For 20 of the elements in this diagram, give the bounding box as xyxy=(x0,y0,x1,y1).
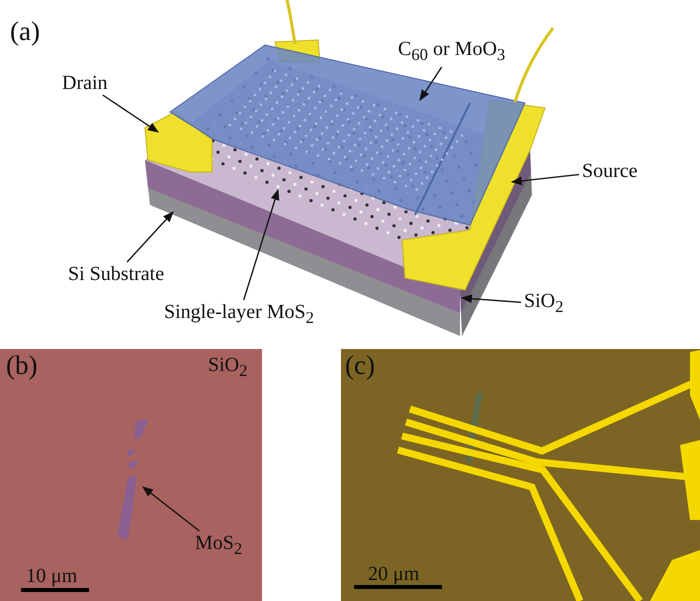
scale-label: 10 μm xyxy=(26,565,78,587)
callout-label: Si Substrate xyxy=(68,263,164,285)
material-label: SiO$_{2}$ xyxy=(208,354,248,382)
panel-label: (b) xyxy=(6,350,38,380)
leader-arrow xyxy=(243,188,280,300)
callout-label: Source xyxy=(582,160,638,182)
leader-arrow xyxy=(419,66,442,101)
leader-arrow xyxy=(126,211,174,262)
callout-label: Drain xyxy=(62,72,108,94)
callout-label: Single-layer MoS$_{2}$ xyxy=(164,301,314,329)
callout-label: C$_{60}$ or MoO$_{3}$ xyxy=(398,38,506,66)
scale-label: 20 μm xyxy=(368,563,420,585)
leader-arrow xyxy=(142,486,200,532)
callout-label: SiO$_{2}$ xyxy=(524,290,564,318)
callout-label: MoS$_{2}$ xyxy=(195,532,242,560)
leader-arrow xyxy=(102,94,159,133)
leader-arrow xyxy=(510,174,580,186)
panel-label: (a) xyxy=(10,16,40,46)
leader-arrow xyxy=(460,294,522,304)
panel-label: (c) xyxy=(345,350,375,380)
